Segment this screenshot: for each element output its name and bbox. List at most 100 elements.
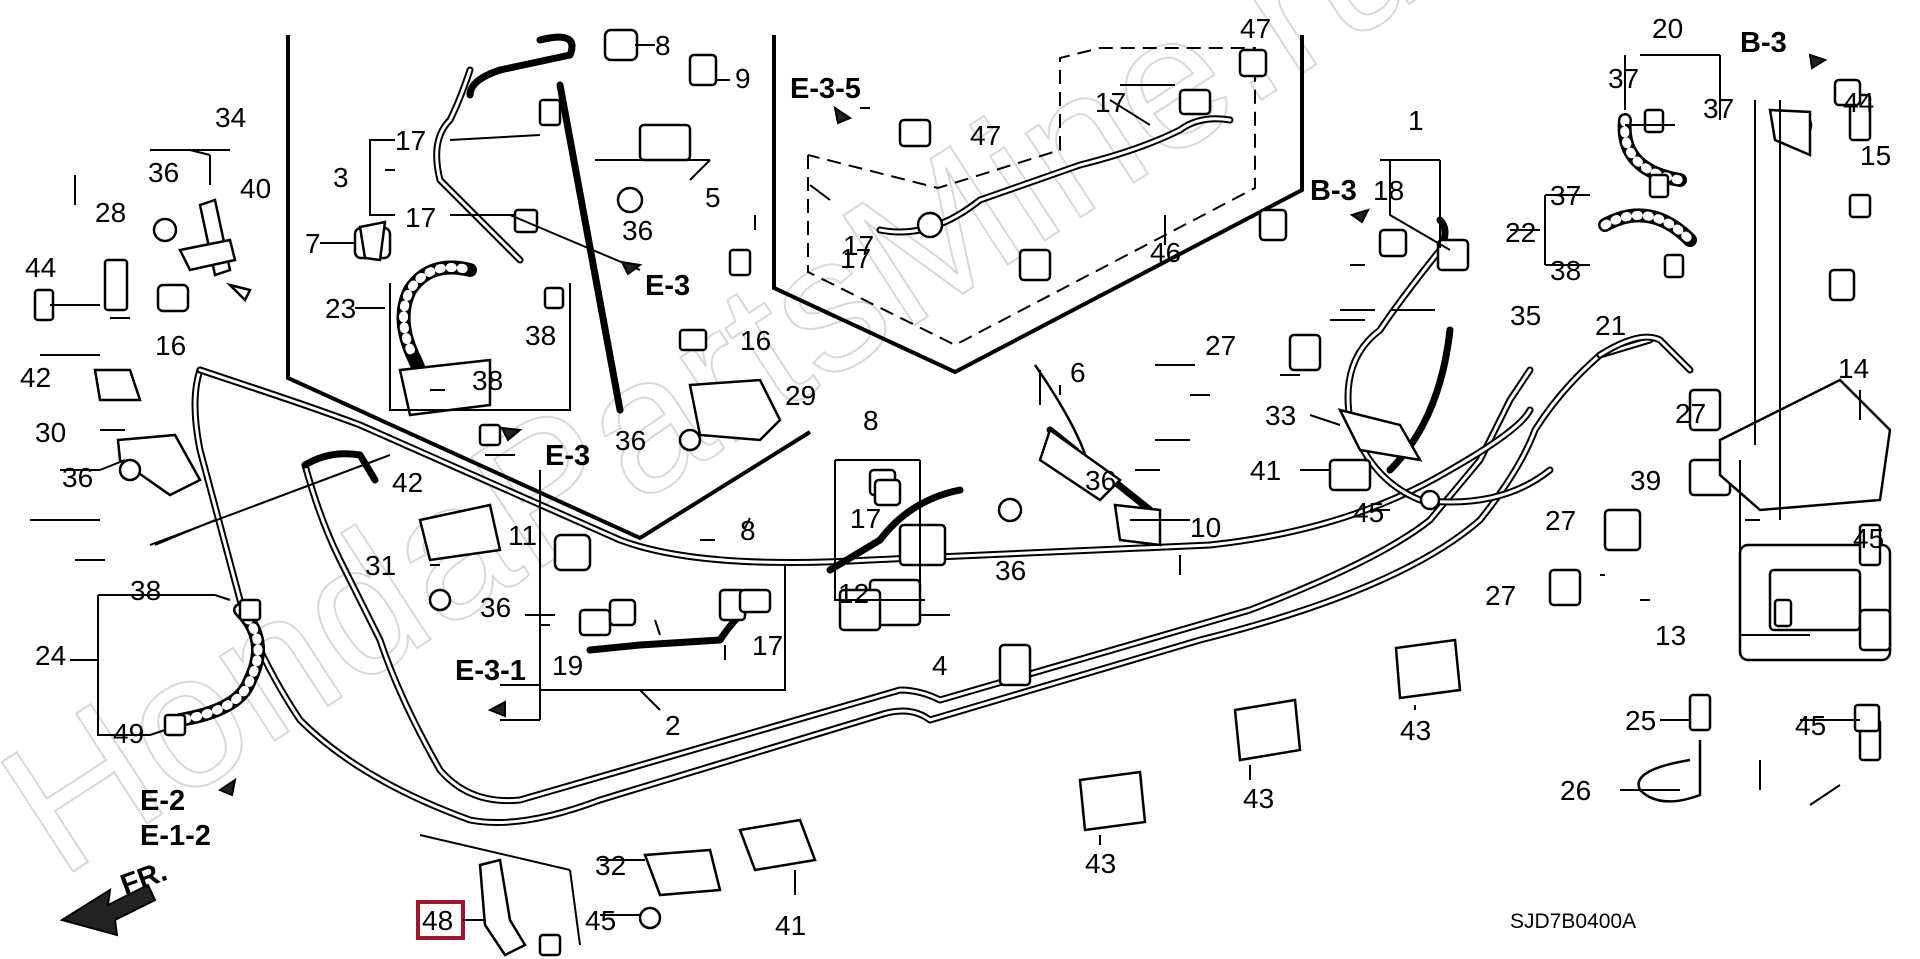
part-label-42b[interactable]: 42	[392, 467, 423, 498]
ref-e3-1[interactable]: E-3-1	[455, 655, 526, 687]
part-label-33[interactable]: 33	[1265, 400, 1296, 431]
part-label-17a[interactable]: 17	[395, 125, 426, 156]
part-label-35[interactable]: 35	[1510, 300, 1541, 331]
part-label-17e[interactable]: 17	[1095, 87, 1126, 118]
part-label-1[interactable]: 1	[1408, 105, 1424, 136]
part-label-25[interactable]: 25	[1625, 705, 1656, 736]
ref-e3-b[interactable]: E-3	[545, 440, 590, 472]
part-label-2[interactable]: 2	[665, 710, 681, 741]
part-label-49[interactable]: 49	[113, 718, 144, 749]
part-label-17d[interactable]: 17	[752, 630, 783, 661]
part-label-8a[interactable]: 8	[655, 30, 671, 61]
part-label-22[interactable]: 22	[1505, 217, 1536, 248]
part-label-31[interactable]: 31	[365, 550, 396, 581]
part-label-36b[interactable]: 36	[615, 425, 646, 456]
part-label-27b[interactable]: 27	[1675, 398, 1706, 429]
part-label-48[interactable]: 48	[422, 905, 453, 936]
part-label-43c[interactable]: 43	[1400, 715, 1431, 746]
part-label-37a[interactable]: 37	[1608, 63, 1639, 94]
part-label-36e[interactable]: 36	[480, 592, 511, 623]
part-label-27a[interactable]: 27	[1205, 330, 1236, 361]
part-labels: 8 9 17 3 17 5 36 7 38 16 23 38 29 36 34 …	[20, 13, 1891, 941]
part-label-32[interactable]: 32	[595, 850, 626, 881]
part-label-10[interactable]: 10	[1190, 512, 1221, 543]
part-label-34[interactable]: 34	[215, 102, 246, 133]
part-label-42a[interactable]: 42	[20, 362, 51, 393]
ref-e2[interactable]: E-2	[140, 785, 185, 817]
part-label-19[interactable]: 19	[552, 650, 583, 681]
part-label-36g[interactable]: 36	[1085, 465, 1116, 496]
part-label-8c[interactable]: 8	[740, 515, 756, 546]
part-label-45a[interactable]: 45	[585, 905, 616, 936]
part-label-23[interactable]: 23	[325, 293, 356, 324]
part-label-14[interactable]: 14	[1838, 353, 1869, 384]
part-label-27c[interactable]: 27	[1545, 505, 1576, 536]
part-label-28[interactable]: 28	[95, 197, 126, 228]
part-label-15[interactable]: 15	[1860, 140, 1891, 171]
diagram-code: SJD7B0400A	[1510, 910, 1636, 933]
part-label-29[interactable]: 29	[785, 380, 816, 411]
part-label-16a[interactable]: 16	[155, 330, 186, 361]
part-label-30[interactable]: 30	[35, 417, 66, 448]
frame-upper-center	[772, 35, 1304, 375]
part-label-47a[interactable]: 47	[1240, 13, 1271, 44]
part-label-45b[interactable]: 45	[1353, 497, 1384, 528]
part-label-18[interactable]: 18	[1373, 175, 1404, 206]
part-label-45c[interactable]: 45	[1853, 523, 1884, 554]
part-shapes	[33, 28, 1892, 957]
part-label-9[interactable]: 9	[735, 63, 751, 94]
part-label-17g[interactable]: 17	[840, 243, 871, 274]
part-label-26[interactable]: 26	[1560, 775, 1591, 806]
part-label-44a[interactable]: 44	[25, 252, 56, 283]
part-label-13[interactable]: 13	[1655, 620, 1686, 651]
part-label-16b[interactable]: 16	[740, 325, 771, 356]
part-label-38c[interactable]: 38	[130, 575, 161, 606]
part-label-17f[interactable]: 17	[843, 230, 874, 261]
part-label-38b[interactable]: 38	[472, 365, 503, 396]
flex-hoses	[173, 113, 1697, 727]
part-label-36f[interactable]: 36	[995, 555, 1026, 586]
leader-lines	[30, 44, 1861, 946]
part-label-6[interactable]: 6	[1070, 357, 1086, 388]
part-label-3[interactable]: 3	[333, 162, 349, 193]
part-label-41a[interactable]: 41	[775, 910, 806, 941]
part-label-38a[interactable]: 38	[525, 320, 556, 351]
part-label-46[interactable]: 46	[1150, 237, 1181, 268]
part-label-43a[interactable]: 43	[1085, 848, 1116, 879]
part-label-20[interactable]: 20	[1652, 13, 1683, 44]
part-label-44b[interactable]: 44	[1843, 87, 1874, 118]
ref-e3-5[interactable]: E-3-5	[790, 73, 861, 105]
part-label-45d[interactable]: 45	[1795, 710, 1826, 741]
part-label-41b[interactable]: 41	[1250, 455, 1281, 486]
part-label-17b[interactable]: 17	[405, 202, 436, 233]
part-label-12[interactable]: 12	[838, 578, 869, 609]
ref-codes: E-3 E-3 E-3-5 E-3-1 B-3 B-3 E-2 E-1-2	[140, 27, 1787, 852]
part-label-21[interactable]: 21	[1595, 310, 1626, 341]
ref-b3-a[interactable]: B-3	[1310, 175, 1357, 207]
part-label-11[interactable]: 11	[508, 520, 537, 551]
part-label-36d[interactable]: 36	[62, 462, 93, 493]
part-label-27d[interactable]: 27	[1485, 580, 1516, 611]
part-label-37b[interactable]: 37	[1703, 93, 1734, 124]
part-label-40[interactable]: 40	[240, 173, 271, 204]
watermark-text: HondaPartsMine.ru	[0, 0, 1456, 915]
part-label-39[interactable]: 39	[1630, 465, 1661, 496]
part-label-17c[interactable]: 17	[850, 503, 881, 534]
part-label-7[interactable]: 7	[305, 228, 321, 259]
part-label-4[interactable]: 4	[932, 650, 948, 681]
ref-b3-b[interactable]: B-3	[1740, 27, 1787, 59]
part-label-43b[interactable]: 43	[1243, 783, 1274, 814]
ref-arrows	[217, 53, 1828, 797]
part-label-5[interactable]: 5	[705, 182, 721, 213]
ref-e3-a[interactable]: E-3	[645, 270, 690, 302]
part-label-47b[interactable]: 47	[970, 120, 1001, 151]
part-label-8b[interactable]: 8	[863, 405, 879, 436]
part-label-36a[interactable]: 36	[622, 215, 653, 246]
part-label-36c[interactable]: 36	[148, 157, 179, 188]
part-label-38d[interactable]: 38	[1550, 255, 1581, 286]
part-label-24[interactable]: 24	[35, 640, 66, 671]
part-label-37c[interactable]: 37	[1550, 180, 1581, 211]
ref-e1-2[interactable]: E-1-2	[140, 820, 211, 852]
